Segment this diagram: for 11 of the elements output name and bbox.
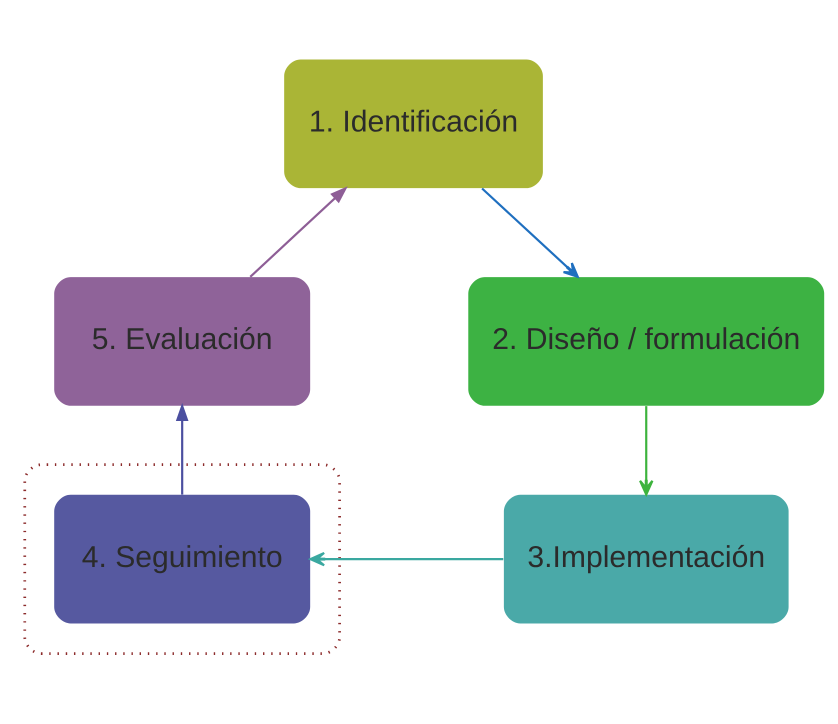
node-box: 5. Evaluación bbox=[54, 277, 310, 406]
node-box: 1. Identificación bbox=[284, 59, 543, 188]
cluster bbox=[23, 463, 341, 655]
node-box: 2. Diseño / formulación bbox=[468, 277, 824, 406]
node-box: 3.Implementación bbox=[504, 494, 789, 624]
arrow bbox=[638, 406, 654, 496]
arrow bbox=[309, 552, 504, 566]
arrow bbox=[250, 186, 348, 278]
node-box: 4. Seguimiento bbox=[54, 494, 310, 624]
arrow bbox=[176, 402, 189, 494]
arrow bbox=[481, 188, 579, 278]
